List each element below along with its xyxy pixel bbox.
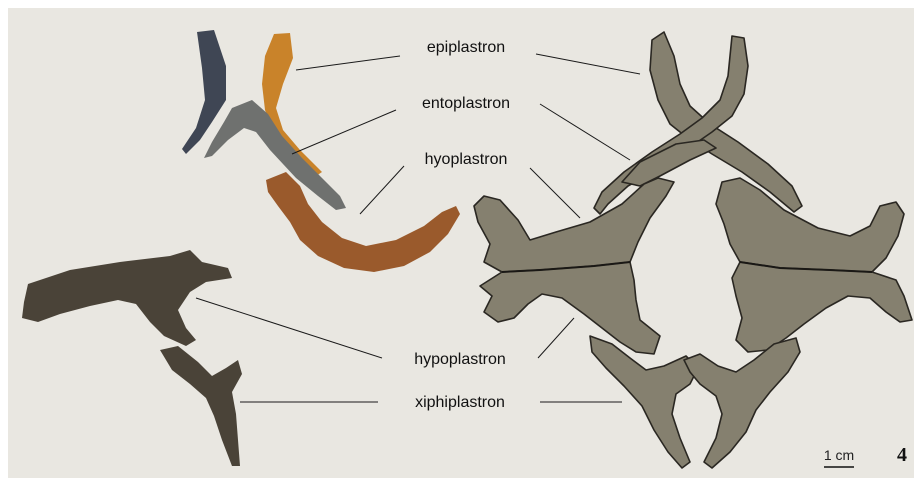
label-xiphiplastron: xiphiplastron xyxy=(415,394,505,411)
label-hyoplastron: hyoplastron xyxy=(425,151,508,168)
plate-number: 4 xyxy=(897,444,907,466)
scale-bar-label: 1 cm xyxy=(824,447,854,463)
label-hypoplastron: hypoplastron xyxy=(414,351,506,368)
label-epiplastron: epiplastron xyxy=(427,39,505,56)
label-entoplastron: entoplastron xyxy=(422,95,510,112)
